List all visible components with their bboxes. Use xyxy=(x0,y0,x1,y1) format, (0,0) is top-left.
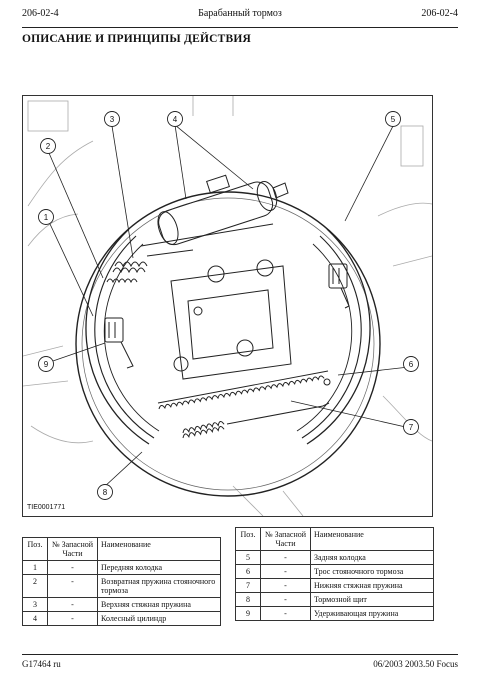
table-row: 3 - Верхняя стяжная пружина xyxy=(22,597,221,612)
upper-spring xyxy=(112,249,194,274)
cell-pos: 7 xyxy=(235,578,261,593)
col-header-name: Наименование xyxy=(310,527,434,551)
cell-pos: 4 xyxy=(22,611,48,626)
callout-4-label: 4 xyxy=(173,115,178,124)
retaining-clip-right xyxy=(328,263,350,309)
rear-shoe xyxy=(306,228,371,445)
retaining-clip-left xyxy=(104,317,134,369)
cell-part-no: - xyxy=(47,611,98,626)
footer-doc-code: G17464 ru xyxy=(22,659,61,669)
table-row: 9 - Удерживающая пружина xyxy=(235,606,434,621)
callout-9 xyxy=(38,356,54,372)
table-row: 4 - Колесный цилиндр xyxy=(22,611,221,626)
figure-id: TIE0001771 xyxy=(27,504,66,511)
page-header: 206-02-4 Барабанный тормоз 206-02-4 xyxy=(22,8,458,22)
cell-part-no: - xyxy=(47,597,98,612)
callout-2 xyxy=(40,138,56,154)
callout-3 xyxy=(104,111,120,127)
callout-3-label: 3 xyxy=(110,115,115,124)
cell-pos: 8 xyxy=(235,592,261,607)
cell-pos: 1 xyxy=(22,560,48,575)
cell-part-no: - xyxy=(47,574,98,598)
brake-illustration: 1 2 3 4 5 6 7 8 9 TIE0001771 xyxy=(22,95,433,517)
callout-6 xyxy=(403,356,419,372)
callout-8 xyxy=(97,484,113,500)
table-row: 8 - Тормозной щит xyxy=(235,592,434,607)
col-header-part-no: № Запасной Части xyxy=(47,537,98,561)
cell-part-no: - xyxy=(260,578,311,593)
callout-4 xyxy=(167,111,183,127)
table-row: 5 - Задняя колодка xyxy=(235,550,434,565)
cell-part-no: - xyxy=(260,564,311,579)
cell-part-no: - xyxy=(47,560,98,575)
cell-pos: 6 xyxy=(235,564,261,579)
table-row: 7 - Нижняя стяжная пружина xyxy=(235,578,434,593)
col-header-part-no: № Запасной Части xyxy=(260,527,311,551)
callout-1 xyxy=(38,209,54,225)
cell-part-no: - xyxy=(260,606,311,621)
front-shoe xyxy=(85,228,150,445)
backing-plate xyxy=(75,191,381,497)
background-suspension xyxy=(23,96,432,516)
table-row: 1 - Передняя колодка xyxy=(22,560,221,575)
wheel-cylinder xyxy=(140,174,289,247)
table-header-row: Поз. № Запасной Части Наименование xyxy=(235,527,434,551)
cell-part-no: - xyxy=(260,550,311,565)
table-row: 2 - Возвратная пружина стояночного тормо… xyxy=(22,574,221,598)
cell-name: Трос стояночного тормоза xyxy=(310,564,434,579)
col-header-pos: Поз. xyxy=(235,527,261,551)
cell-part-no: - xyxy=(260,592,311,607)
cell-name: Колесный цилиндр xyxy=(97,611,221,626)
parts-table-right: Поз. № Запасной Части Наименование 5 - З… xyxy=(235,527,434,621)
callout-9-label: 9 xyxy=(44,360,49,369)
header-chapter-title: Барабанный тормоз xyxy=(198,8,282,19)
handbrake-return-spring xyxy=(106,278,138,284)
col-header-name: Наименование xyxy=(97,537,221,561)
col-header-pos: Поз. xyxy=(22,537,48,561)
cell-pos: 9 xyxy=(235,606,261,621)
footer-edition: 06/2003 2003.50 Focus xyxy=(373,659,458,669)
header-section-number-left: 206-02-4 xyxy=(22,8,59,19)
table-row: 6 - Трос стояночного тормоза xyxy=(235,564,434,579)
section-title: ОПИСАНИЕ И ПРИНЦИПЫ ДЕЙСТВИЯ xyxy=(22,33,252,45)
header-rule xyxy=(22,27,458,28)
cell-name: Тормозной щит xyxy=(310,592,434,607)
callout-7-label: 7 xyxy=(409,423,414,432)
header-section-number-right: 206-02-4 xyxy=(421,8,458,19)
cell-name: Верхняя стяжная пружина xyxy=(97,597,221,612)
cell-name: Нижняя стяжная пружина xyxy=(310,578,434,593)
cell-name: Возвратная пружина стояночного тормоза xyxy=(97,574,221,598)
callout-8-label: 8 xyxy=(103,488,108,497)
cell-pos: 2 xyxy=(22,574,48,598)
table-header-row: Поз. № Запасной Части Наименование xyxy=(22,537,221,561)
cell-name: Задняя колодка xyxy=(310,550,434,565)
lower-spring xyxy=(182,402,330,439)
parts-table-left: Поз. № Запасной Части Наименование 1 - П… xyxy=(22,537,221,626)
callout-1-label: 1 xyxy=(44,213,49,222)
cell-pos: 3 xyxy=(22,597,48,612)
callout-5-label: 5 xyxy=(391,115,396,124)
cell-pos: 5 xyxy=(235,550,261,565)
footer-rule xyxy=(22,654,458,655)
handbrake-cable xyxy=(157,370,329,404)
callout-7 xyxy=(403,419,419,435)
cell-name: Передняя колодка xyxy=(97,560,221,575)
callout-2-label: 2 xyxy=(46,142,51,151)
callout-6-label: 6 xyxy=(409,360,414,369)
hub-plate xyxy=(170,259,292,380)
drum-brake-drawing: 1 2 3 4 5 6 7 8 9 xyxy=(23,96,432,516)
callout-5 xyxy=(385,111,401,127)
cell-name: Удерживающая пружина xyxy=(310,606,434,621)
